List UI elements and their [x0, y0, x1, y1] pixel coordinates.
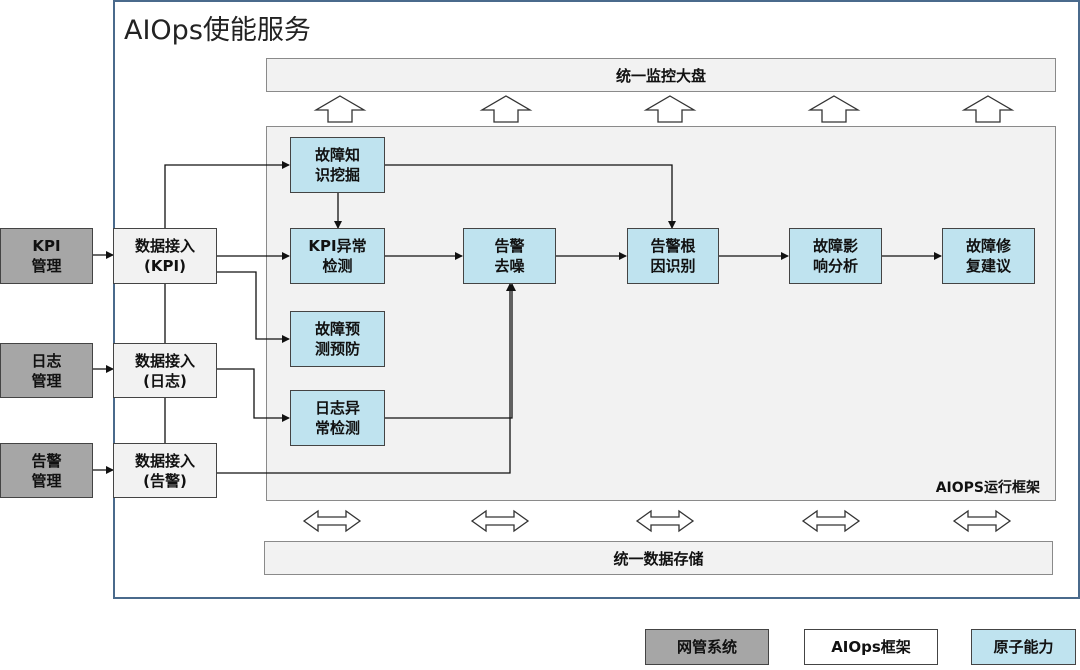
- capability-log-anomaly-detection: 日志异 常检测: [290, 390, 385, 446]
- ingest-alert: 数据接入 (告警): [113, 443, 217, 498]
- source-log-management: 日志 管理: [0, 343, 93, 398]
- unified-data-storage-label: 统一数据存储: [613, 549, 704, 568]
- capability-knowledge-mining: 故障知 识挖掘: [290, 137, 385, 193]
- capability-alert-denoise: 告警 去噪: [463, 228, 556, 284]
- capability-kpi-anomaly-detection: KPI异常 检测: [290, 228, 385, 284]
- aiops-runtime-framework-label: AIOPS运行框架: [935, 480, 1040, 496]
- ingest-kpi: 数据接入 (KPI): [113, 228, 217, 284]
- capability-fault-repair-suggestion: 故障修 复建议: [942, 228, 1035, 284]
- legend-aiops-framework: AIOps框架: [804, 629, 938, 665]
- ingest-log: 数据接入 (日志): [113, 343, 217, 398]
- legend-network-management: 网管系统: [645, 629, 769, 665]
- source-alert-management: 告警 管理: [0, 443, 93, 498]
- unified-monitoring-dashboard-label: 统一监控大盘: [615, 66, 706, 85]
- source-kpi-management: KPI 管理: [0, 228, 93, 284]
- diagram-title: AIOps使能服务: [124, 15, 311, 46]
- unified-data-storage: 统一数据存储: [264, 541, 1053, 575]
- unified-monitoring-dashboard: 统一监控大盘: [266, 58, 1056, 92]
- legend-atomic-capability: 原子能力: [971, 629, 1076, 665]
- capability-fault-prediction: 故障预 测预防: [290, 311, 385, 367]
- capability-alert-root-cause: 告警根 因识别: [627, 228, 719, 284]
- capability-fault-impact-analysis: 故障影 响分析: [789, 228, 882, 284]
